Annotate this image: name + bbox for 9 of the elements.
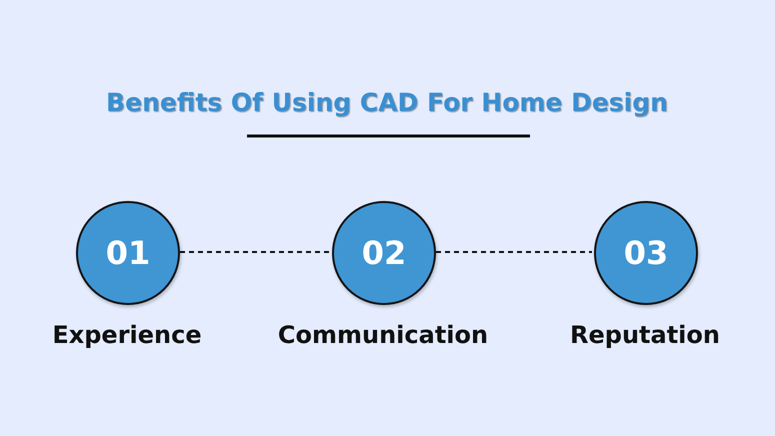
step-label: Communication <box>278 321 488 349</box>
step-number: 03 <box>624 237 668 269</box>
dashed-connector <box>180 251 330 253</box>
diagram-title: Benefits Of Using CAD For Home Design <box>106 88 668 117</box>
step-label: Reputation <box>570 321 720 349</box>
step-number: 01 <box>106 237 150 269</box>
step-label: Experience <box>52 321 202 349</box>
step-number: 02 <box>362 237 406 269</box>
dashed-connector <box>436 251 592 253</box>
